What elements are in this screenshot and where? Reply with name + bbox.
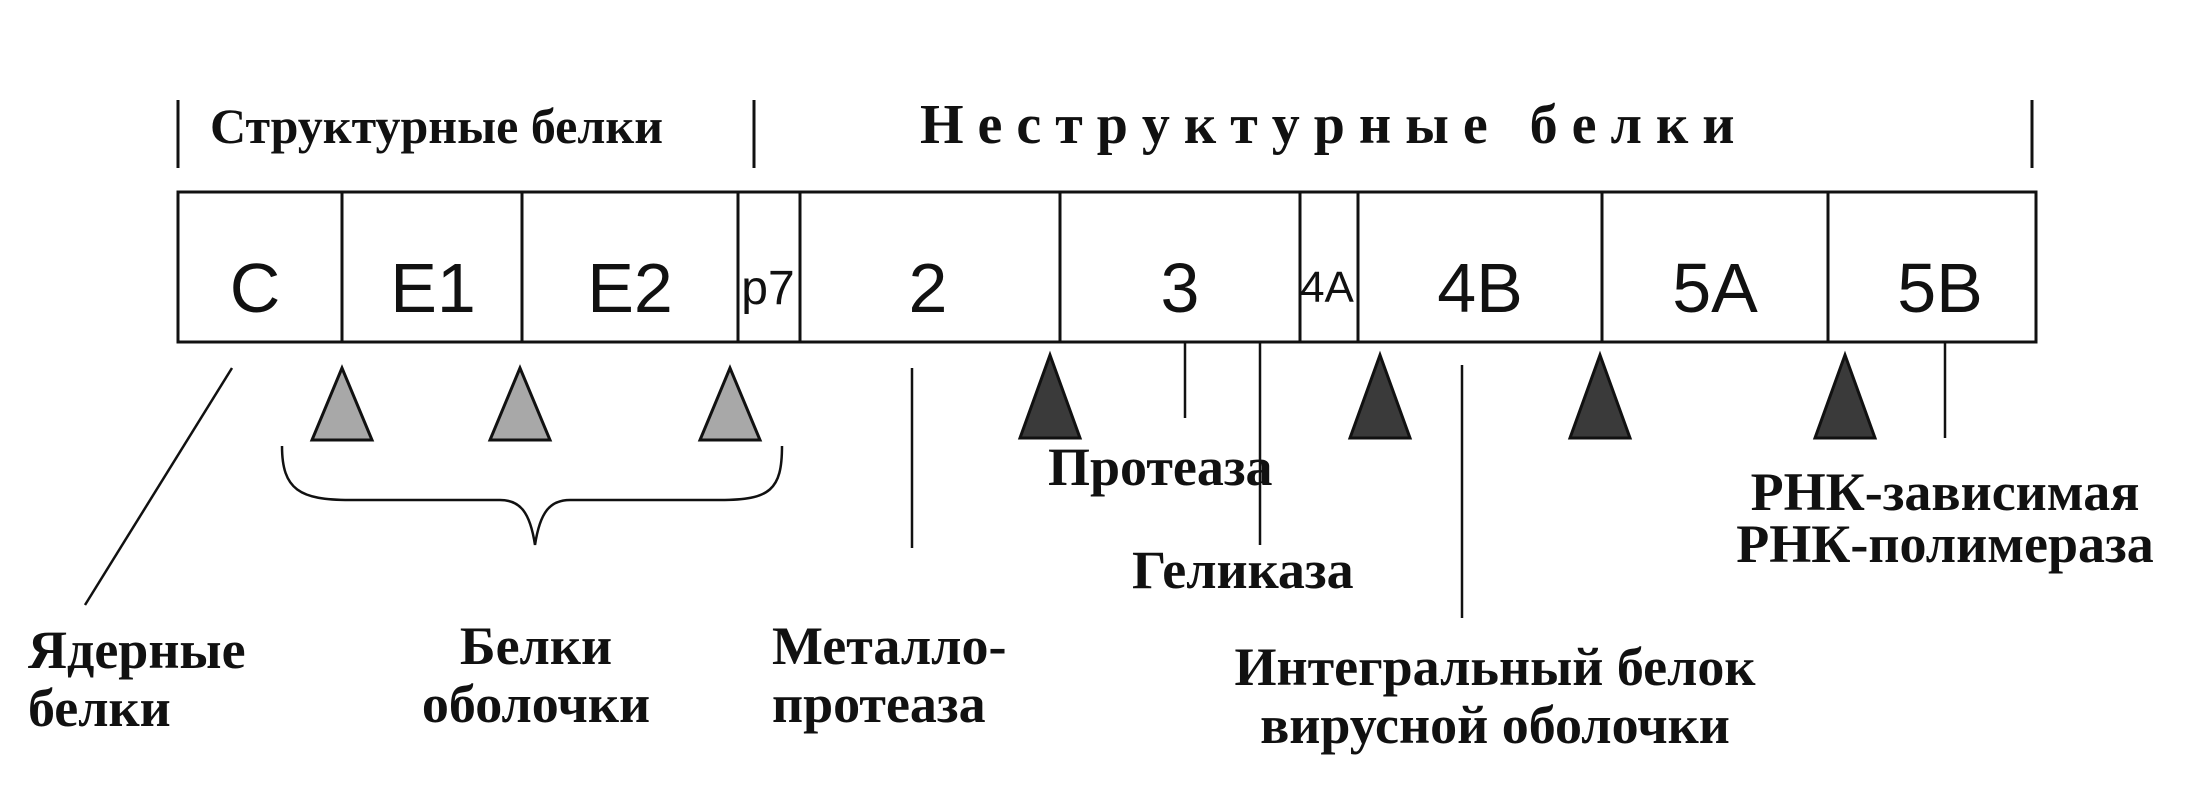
light-triangle-icon	[309, 364, 375, 442]
segment-label: 2	[909, 249, 948, 327]
segment-label: 4A	[1300, 263, 1354, 312]
segment-label: p7	[741, 262, 794, 315]
segment-label: 5B	[1897, 249, 1983, 327]
light-triangle-icon	[487, 364, 553, 442]
light-triangle-icon	[697, 364, 763, 442]
segment-label: E2	[587, 249, 673, 327]
dark-triangle-icon	[1812, 350, 1878, 440]
viral-protease-markers	[1017, 350, 1878, 440]
nuclear-label-line2: белки	[28, 678, 171, 738]
segment-label: 5A	[1672, 249, 1758, 327]
segment-label: E1	[390, 249, 476, 327]
dark-triangle-icon	[1347, 350, 1413, 440]
dark-triangle-icon	[1567, 350, 1633, 440]
dark-triangle-icon	[1017, 350, 1083, 440]
integral-label-line1: Интегральный белок	[1234, 637, 1756, 697]
nuclear-pointer-line	[83, 367, 234, 606]
segment-label: 3	[1161, 249, 1200, 327]
protease-label: Протеаза	[1048, 437, 1273, 497]
segment-dividers	[340, 192, 1830, 342]
structural-header: Структурные белки	[210, 98, 663, 154]
pointer-lines	[83, 342, 1947, 618]
segment-label: 4B	[1437, 249, 1523, 327]
polyprotein-outline	[176, 190, 2038, 344]
helicase-label: Геликаза	[1132, 540, 1354, 600]
metallo-label-line1: Металло-	[772, 616, 1006, 676]
envelope-brace	[280, 445, 784, 546]
envelope-label-line1: Белки	[460, 616, 612, 676]
nonstructural-header: Н е с т р у к т у р н ы е б е л к и	[920, 94, 1735, 156]
rna-pol-label-line2: РНК-полимераза	[1736, 514, 2153, 574]
metallo-label-line2: протеаза	[772, 674, 986, 734]
segment-label: C	[230, 249, 281, 327]
integral-label-line2: вирусной оболочки	[1260, 695, 1730, 755]
nuclear-label-line1: Ядерные	[28, 620, 246, 680]
host-signal-peptidase-markers	[309, 364, 763, 442]
rna-pol-label-line1: РНК-зависимая	[1751, 462, 2140, 522]
polyprotein-bar: C E1 E2 p7 2 3 4A 4B 5A 5B	[176, 190, 2038, 344]
segment-labels: C E1 E2 p7 2 3 4A 4B 5A 5B	[230, 249, 1983, 327]
envelope-label-line2: оболочки	[422, 674, 650, 734]
